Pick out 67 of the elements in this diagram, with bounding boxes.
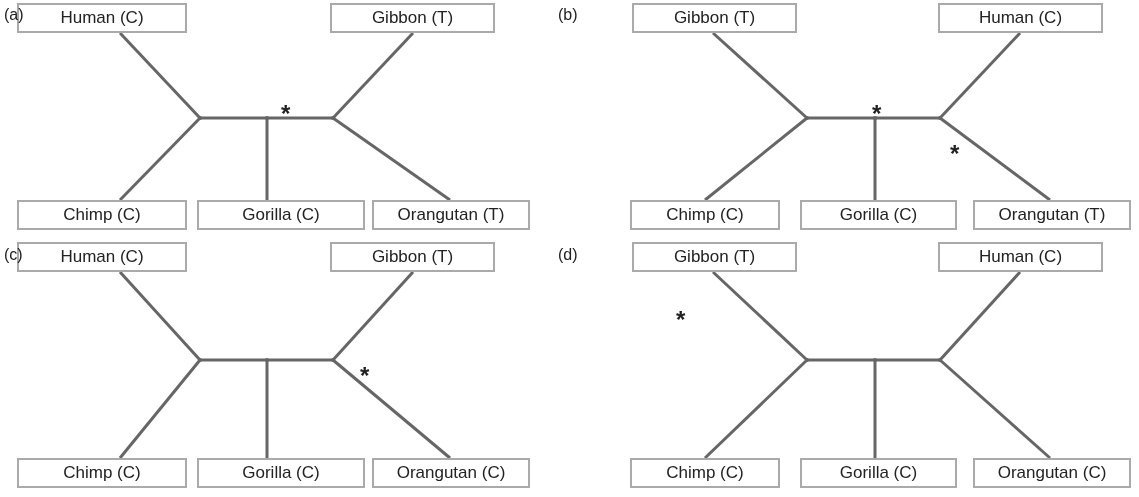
tree-branch xyxy=(331,271,415,361)
species-box: Chimp (C) xyxy=(17,200,187,230)
tree-branch xyxy=(939,116,1051,202)
species-box: Gibbon (T) xyxy=(632,3,797,33)
branch-point xyxy=(938,358,942,362)
panel-label: (d) xyxy=(558,246,578,264)
panel-label: (c) xyxy=(4,246,23,264)
branch-point xyxy=(331,116,335,120)
branch-point xyxy=(873,358,877,362)
tree-branch xyxy=(265,360,269,458)
tree-branch xyxy=(873,118,877,200)
branch-point xyxy=(198,358,202,362)
branch-point xyxy=(873,116,877,120)
branch-point xyxy=(198,116,202,120)
asterisk-mark: * xyxy=(676,306,686,334)
tree-branch xyxy=(267,358,333,362)
species-box: Human (C) xyxy=(938,242,1103,272)
species-box: Gibbon (T) xyxy=(330,3,495,33)
species-box: Chimp (C) xyxy=(630,458,780,488)
tree-branch xyxy=(711,270,809,362)
tree-branch xyxy=(265,118,269,200)
species-box: Chimp (C) xyxy=(17,458,187,488)
species-box: Orangutan (T) xyxy=(973,200,1131,230)
branch-point xyxy=(331,358,335,362)
tree-branch xyxy=(200,358,267,362)
tree-branch xyxy=(118,271,202,361)
asterisk-mark: * xyxy=(950,140,960,168)
asterisk-mark: * xyxy=(281,100,291,128)
branch-point xyxy=(265,358,269,362)
species-box: Orangutan (C) xyxy=(372,458,530,488)
species-box: Gorilla (C) xyxy=(800,458,957,488)
tree-branch xyxy=(200,116,267,120)
asterisk-mark: * xyxy=(360,362,370,390)
tree-branch xyxy=(807,358,875,362)
species-box: Gorilla (C) xyxy=(800,200,957,230)
tree-branch xyxy=(118,31,202,120)
tree-branch xyxy=(712,31,808,120)
tree-branch xyxy=(332,358,451,460)
tree-branch xyxy=(118,116,202,202)
asterisk-mark: * xyxy=(872,100,882,128)
tree-branch xyxy=(331,31,415,120)
tree-branch xyxy=(875,116,940,120)
species-box: Gibbon (T) xyxy=(330,242,495,272)
species-box: Gorilla (C) xyxy=(197,458,365,488)
tree-branch xyxy=(807,116,875,120)
species-box: Human (C) xyxy=(938,3,1103,33)
tree-branch xyxy=(875,358,940,362)
panel-label: (b) xyxy=(558,6,578,24)
species-box: Gibbon (T) xyxy=(632,242,797,272)
species-box: Orangutan (T) xyxy=(372,200,530,230)
tree-branch xyxy=(939,358,1051,460)
species-box: Chimp (C) xyxy=(630,200,780,230)
branch-point xyxy=(938,116,942,120)
tree-branch xyxy=(704,116,808,202)
tree-branch xyxy=(703,358,809,460)
tree-branch xyxy=(873,360,877,458)
species-box: Gorilla (C) xyxy=(197,200,365,230)
branch-point xyxy=(805,116,809,120)
species-box: Orangutan (C) xyxy=(973,458,1131,488)
tree-branch xyxy=(938,31,1022,120)
branch-point xyxy=(265,116,269,120)
tree-branch xyxy=(938,271,1022,361)
tree-branch xyxy=(332,116,451,202)
branch-point xyxy=(805,358,809,362)
panel-label: (a) xyxy=(4,6,24,24)
tree-branch xyxy=(118,359,202,459)
tree-branch xyxy=(267,116,333,120)
